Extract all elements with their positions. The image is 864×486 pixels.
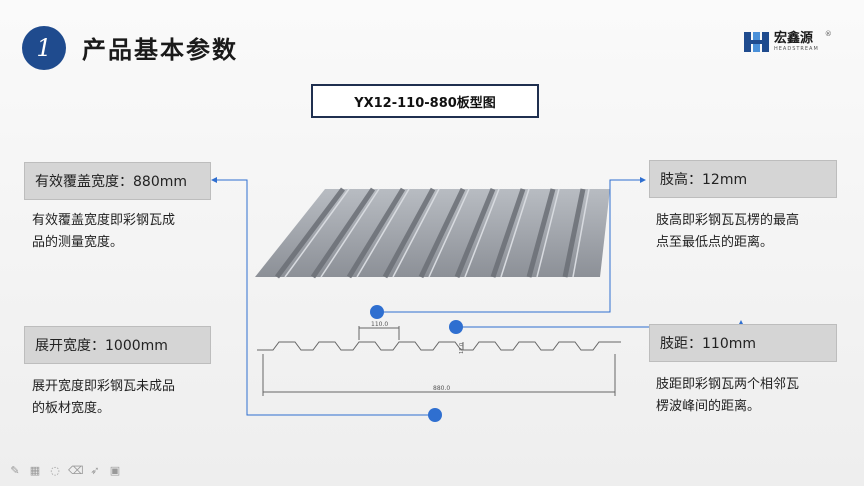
rib-pitch-marker xyxy=(449,320,463,334)
model-title: YX12-110-880板型图 xyxy=(311,84,539,118)
height-dimension-label: 12.0 xyxy=(459,343,465,354)
logo-brand: 宏鑫源 xyxy=(774,31,814,46)
rib-pitch-desc: 肢距即彩钢瓦两个相邻瓦 楞波峰间的距离。 xyxy=(656,374,799,418)
rib-pitch-label: 肢距：110mm xyxy=(649,324,837,362)
eraser-icon[interactable]: ⌫ xyxy=(68,464,84,477)
coverage-marker xyxy=(428,408,442,422)
unfold-desc-line2: 的板材宽度。 xyxy=(32,401,111,416)
rib-height-marker xyxy=(370,305,384,319)
rib-pitch-desc-line2: 楞波峰间的距离。 xyxy=(656,399,761,414)
unfold-width-label: 展开宽度：1000mm xyxy=(24,326,211,364)
coverage-width-desc: 有效覆盖宽度即彩钢瓦成 品的测量宽度。 xyxy=(32,210,175,254)
rib-pitch-desc-line1: 肢距即彩钢瓦两个相邻瓦 xyxy=(656,377,800,392)
coverage-width-label: 有效覆盖宽度：880mm xyxy=(24,162,211,200)
presentation-toolbar: ✎ ▦ ◌ ⌫ ➶ ▣ xyxy=(8,464,122,478)
logo-sub: HEADSTREAM xyxy=(774,46,819,52)
coverage-desc-line2: 品的测量宽度。 xyxy=(32,235,124,250)
section-number: 1 xyxy=(36,34,52,62)
sheet-illustration xyxy=(255,187,610,279)
rib-height-label: 肢高：12mm xyxy=(649,160,837,198)
page-title: 产品基本参数 xyxy=(82,36,238,64)
pitch-dimension-label: 110.0 xyxy=(371,321,388,328)
rib-height-desc-line2: 点至最低点的距离。 xyxy=(656,235,774,250)
brand-logo: 宏鑫源 HEADSTREAM ® xyxy=(744,30,832,54)
pointer-icon[interactable]: ➶ xyxy=(90,464,100,477)
pen-icon[interactable]: ✎ xyxy=(10,464,20,477)
camera-icon[interactable]: ▣ xyxy=(109,464,121,477)
comment-icon[interactable]: ◌ xyxy=(50,464,60,477)
unfold-width-desc: 展开宽度即彩钢瓦未成品 的板材宽度。 xyxy=(32,376,175,420)
cross-section-drawing: 110.0 12.0 880.0 xyxy=(257,321,621,396)
coverage-desc-line1: 有效覆盖宽度即彩钢瓦成 xyxy=(32,213,176,228)
rib-height-desc: 肢高即彩钢瓦瓦楞的最高 点至最低点的距离。 xyxy=(656,210,799,254)
width-dimension-label: 880.0 xyxy=(433,385,450,392)
logo-mark-icon xyxy=(744,32,769,52)
logo-registered: ® xyxy=(824,30,832,38)
unfold-desc-line1: 展开宽度即彩钢瓦未成品 xyxy=(32,379,176,394)
grid-icon[interactable]: ▦ xyxy=(29,464,41,477)
rib-height-desc-line1: 肢高即彩钢瓦瓦楞的最高 xyxy=(656,213,800,228)
section-number-badge: 1 xyxy=(22,26,66,70)
